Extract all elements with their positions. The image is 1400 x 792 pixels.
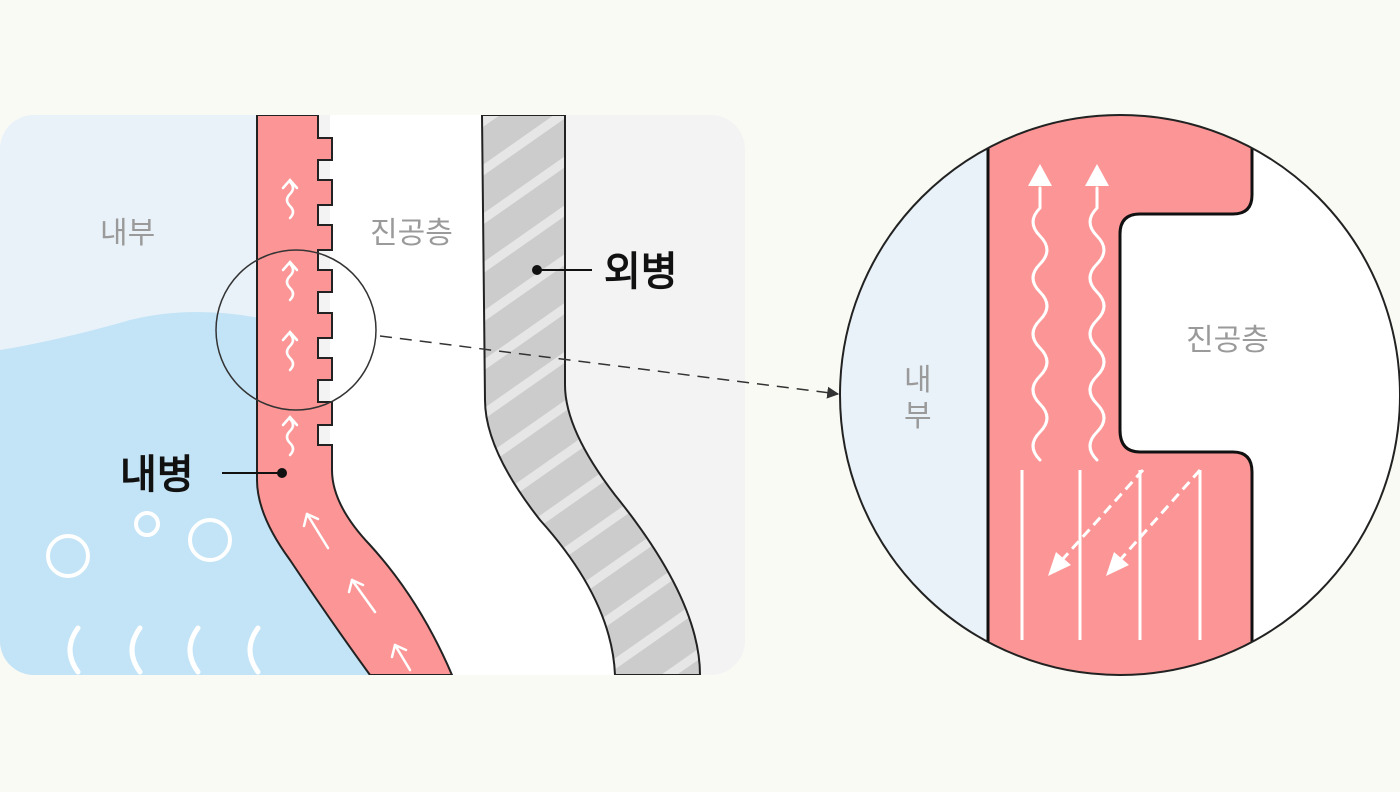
outer-wall-shape [480,115,702,675]
label-inner-wall: 내병 [120,452,194,498]
zoom-straight-lines [1020,470,1202,640]
inside-water [0,311,370,675]
zoom-pointer [379,335,840,399]
callout-inner-wall: 내병 [120,452,287,498]
flow-arrows [302,512,412,672]
callout-outer-wall: 외병 [532,249,678,295]
zoom-diagonal-arrows [1060,468,1202,562]
label-outer-wall: 외병 [604,249,678,295]
zoom-view [840,115,1400,675]
zoom-inner-wall [986,115,1254,675]
heat-squiggles [281,178,299,457]
zoom-wavy-arrows [1031,186,1106,462]
magnifier-circle [215,249,377,411]
zoom-label-inside-1: 내 [904,363,932,398]
label-inside: 내부 [100,216,155,251]
left-panel [0,115,745,675]
inner-wall-shape [256,115,454,675]
heat-waves [67,625,261,675]
zoom-circle-outline [839,114,1400,676]
bubbles [46,511,232,578]
zoom-label-inside-2: 부 [904,399,932,434]
label-vacuum: 진공층 [370,216,453,251]
vacuum-layer [330,115,615,675]
zoom-label-vacuum: 진공층 [1186,323,1269,358]
